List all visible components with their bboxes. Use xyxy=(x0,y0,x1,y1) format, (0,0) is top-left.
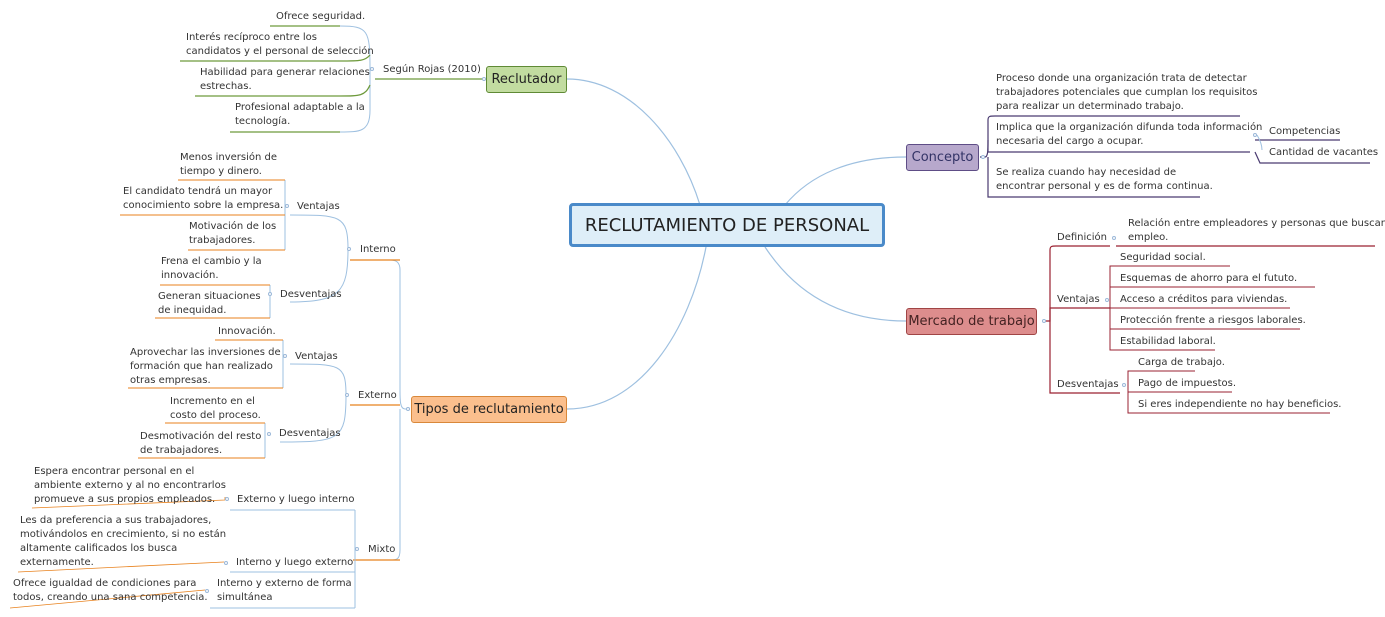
collapse-dot[interactable] xyxy=(283,354,287,358)
mercado-ventaja-4[interactable]: Protección frente a riesgos laborales. xyxy=(1120,315,1306,326)
mixto-sub-3-desc[interactable]: Ofrece igualdad de condiciones para todo… xyxy=(13,578,208,603)
mixto-sub-1-desc[interactable]: Espera encontrar personal en el ambiente… xyxy=(34,466,226,505)
mercado-desventaja-3[interactable]: Si eres independiente no hay beneficios. xyxy=(1138,399,1342,410)
reclutador-item-2[interactable]: Interés recíproco entre los candidatos y… xyxy=(186,32,374,57)
node-concepto[interactable]: Concepto xyxy=(906,144,979,171)
label-externo-desventajas[interactable]: Desventajas xyxy=(279,428,341,439)
label-segun-rojas[interactable]: Según Rojas (2010) xyxy=(383,64,481,75)
collapse-dot[interactable] xyxy=(1105,298,1109,302)
interno-ventaja-2[interactable]: El candidato tendrá un mayor conocimient… xyxy=(123,186,284,211)
node-tipos-reclutamiento[interactable]: Tipos de reclutamiento xyxy=(411,396,567,423)
label-mercado-ventajas[interactable]: Ventajas xyxy=(1057,294,1100,305)
mercado-ventaja-3[interactable]: Acceso a créditos para viviendas. xyxy=(1120,294,1288,305)
mixto-sub-2-label[interactable]: Interno y luego externo xyxy=(236,557,354,568)
reclutador-item-1[interactable]: Ofrece seguridad. xyxy=(276,11,366,22)
externo-desventaja-1[interactable]: Incremento en el costo del proceso. xyxy=(170,396,261,421)
mercado-ventaja-5[interactable]: Estabilidad laboral. xyxy=(1120,336,1216,347)
mixto-sub-1-label[interactable]: Externo y luego interno xyxy=(237,494,355,505)
label-interno-ventajas[interactable]: Ventajas xyxy=(297,201,340,212)
central-topic[interactable]: RECLUTAMIENTO DE PERSONAL xyxy=(569,203,885,247)
label-mercado-desventajas[interactable]: Desventajas xyxy=(1057,379,1119,390)
interno-ventaja-1[interactable]: Menos inversión de tiempo y dinero. xyxy=(180,152,278,177)
mercado-definicion-text[interactable]: Relación entre empleadores y personas qu… xyxy=(1128,218,1385,243)
collapse-dot[interactable] xyxy=(267,432,271,436)
mercado-ventaja-2[interactable]: Esquemas de ahorro para el fututo. xyxy=(1120,273,1298,284)
concepto-item-3[interactable]: Se realiza cuando hay necesidad de encon… xyxy=(996,167,1213,192)
concepto-item-2[interactable]: Implica que la organización difunda toda… xyxy=(996,122,1263,147)
node-reclutador[interactable]: Reclutador xyxy=(486,66,567,93)
mixto-sub-3-label[interactable]: Interno y externo de forma simultánea xyxy=(217,578,352,603)
externo-desventaja-2[interactable]: Desmotivación del resto de trabajadores. xyxy=(140,431,262,456)
concepto-sub-competencias[interactable]: Competencias xyxy=(1269,126,1341,137)
mercado-desventaja-1[interactable]: Carga de trabajo. xyxy=(1138,357,1225,368)
externo-ventaja-2[interactable]: Aprovechar las inversiones de formación … xyxy=(130,347,281,386)
reclutador-item-3[interactable]: Habilidad para generar relaciones estrec… xyxy=(200,67,370,92)
mixto-sub-2-desc[interactable]: Les da preferencia a sus trabajadores, m… xyxy=(20,515,227,568)
label-definicion[interactable]: Definición xyxy=(1057,232,1107,243)
collapse-dot[interactable] xyxy=(345,393,349,397)
label-interno-desventajas[interactable]: Desventajas xyxy=(280,289,342,300)
mercado-desventaja-2[interactable]: Pago de impuestos. xyxy=(1138,378,1237,389)
label-externo-ventajas[interactable]: Ventajas xyxy=(295,351,338,362)
node-mercado-trabajo[interactable]: Mercado de trabajo xyxy=(906,308,1037,335)
reclutador-item-4[interactable]: Profesional adaptable a la tecnología. xyxy=(235,102,365,127)
interno-desventaja-1[interactable]: Frena el cambio y la innovación. xyxy=(161,256,262,281)
externo-ventaja-1[interactable]: Innovación. xyxy=(218,326,276,337)
collapse-dot[interactable] xyxy=(981,155,985,159)
concepto-item-1[interactable]: Proceso donde una organización trata de … xyxy=(996,73,1258,112)
collapse-dot[interactable] xyxy=(355,547,359,551)
collapse-dot[interactable] xyxy=(285,204,289,208)
collapse-dot[interactable] xyxy=(370,67,374,71)
mercado-ventaja-1[interactable]: Seguridad social. xyxy=(1120,252,1206,263)
collapse-dot[interactable] xyxy=(406,407,410,411)
collapse-dot[interactable] xyxy=(268,292,272,296)
collapse-dot[interactable] xyxy=(224,561,228,565)
collapse-dot[interactable] xyxy=(1042,319,1046,323)
collapse-dot[interactable] xyxy=(347,247,351,251)
collapse-dot[interactable] xyxy=(1122,383,1126,387)
collapse-dot[interactable] xyxy=(1112,236,1116,240)
label-externo[interactable]: Externo xyxy=(358,390,397,401)
label-interno[interactable]: Interno xyxy=(360,244,396,255)
collapse-dot[interactable] xyxy=(225,497,229,501)
interno-desventaja-2[interactable]: Generan situaciones de inequidad. xyxy=(158,291,261,316)
interno-ventaja-3[interactable]: Motivación de los trabajadores. xyxy=(189,221,277,246)
label-mixto[interactable]: Mixto xyxy=(368,544,396,555)
concepto-sub-cantidad-vacantes[interactable]: Cantidad de vacantes xyxy=(1269,147,1379,158)
collapse-dot[interactable] xyxy=(1253,133,1257,137)
collapse-dot[interactable] xyxy=(205,589,209,593)
collapse-dot[interactable] xyxy=(482,77,486,81)
